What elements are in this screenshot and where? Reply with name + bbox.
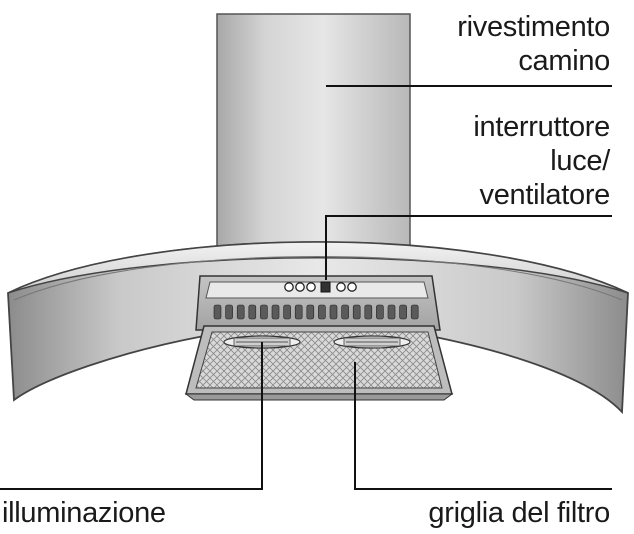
vent-slot — [341, 304, 349, 320]
vent-slot — [399, 304, 407, 320]
vent-slots — [213, 304, 419, 320]
label-line: interruttore — [473, 111, 610, 143]
leader-switch — [325, 215, 612, 280]
label-filter-grille: griglia del filtro — [428, 497, 610, 529]
vent-slot — [260, 304, 268, 320]
vent-slot — [225, 304, 233, 320]
leader-lighting — [0, 342, 263, 490]
label-chimney-cover: rivestimento camino — [457, 10, 610, 78]
label-lighting: illuminazione — [2, 497, 166, 529]
vent-slot — [329, 304, 338, 320]
vent-slot — [387, 304, 396, 320]
control-button[interactable] — [284, 282, 294, 292]
label-line: luce/ — [550, 145, 610, 177]
vent-slot — [364, 304, 373, 320]
vent-slot — [306, 304, 315, 320]
control-button[interactable] — [347, 282, 357, 292]
vent-slot — [294, 304, 303, 320]
label-line: rivestimento — [457, 11, 610, 43]
control-button[interactable] — [320, 281, 331, 293]
label-line: ventilatore — [479, 179, 611, 211]
filter-tray — [184, 325, 454, 401]
control-panel — [284, 281, 357, 293]
chimney-cover — [216, 13, 411, 247]
hood-body — [195, 275, 441, 331]
vent-slot — [248, 304, 257, 320]
vent-slot — [213, 304, 222, 320]
vent-slot — [376, 304, 384, 320]
vent-slot — [271, 304, 280, 320]
vent-slot — [236, 304, 245, 320]
vent-slot — [410, 304, 419, 320]
leader-filter-grille — [354, 362, 612, 490]
light-right — [333, 335, 411, 349]
label-switch: interruttore luce/ ventilatore — [473, 110, 610, 212]
vent-slot — [352, 304, 361, 320]
control-button[interactable] — [306, 282, 316, 292]
vent-slot — [318, 304, 326, 320]
label-line: camino — [518, 45, 610, 77]
control-button[interactable] — [336, 282, 346, 292]
control-button[interactable] — [295, 282, 305, 292]
vent-slot — [283, 304, 291, 320]
leader-lines — [0, 85, 612, 490]
